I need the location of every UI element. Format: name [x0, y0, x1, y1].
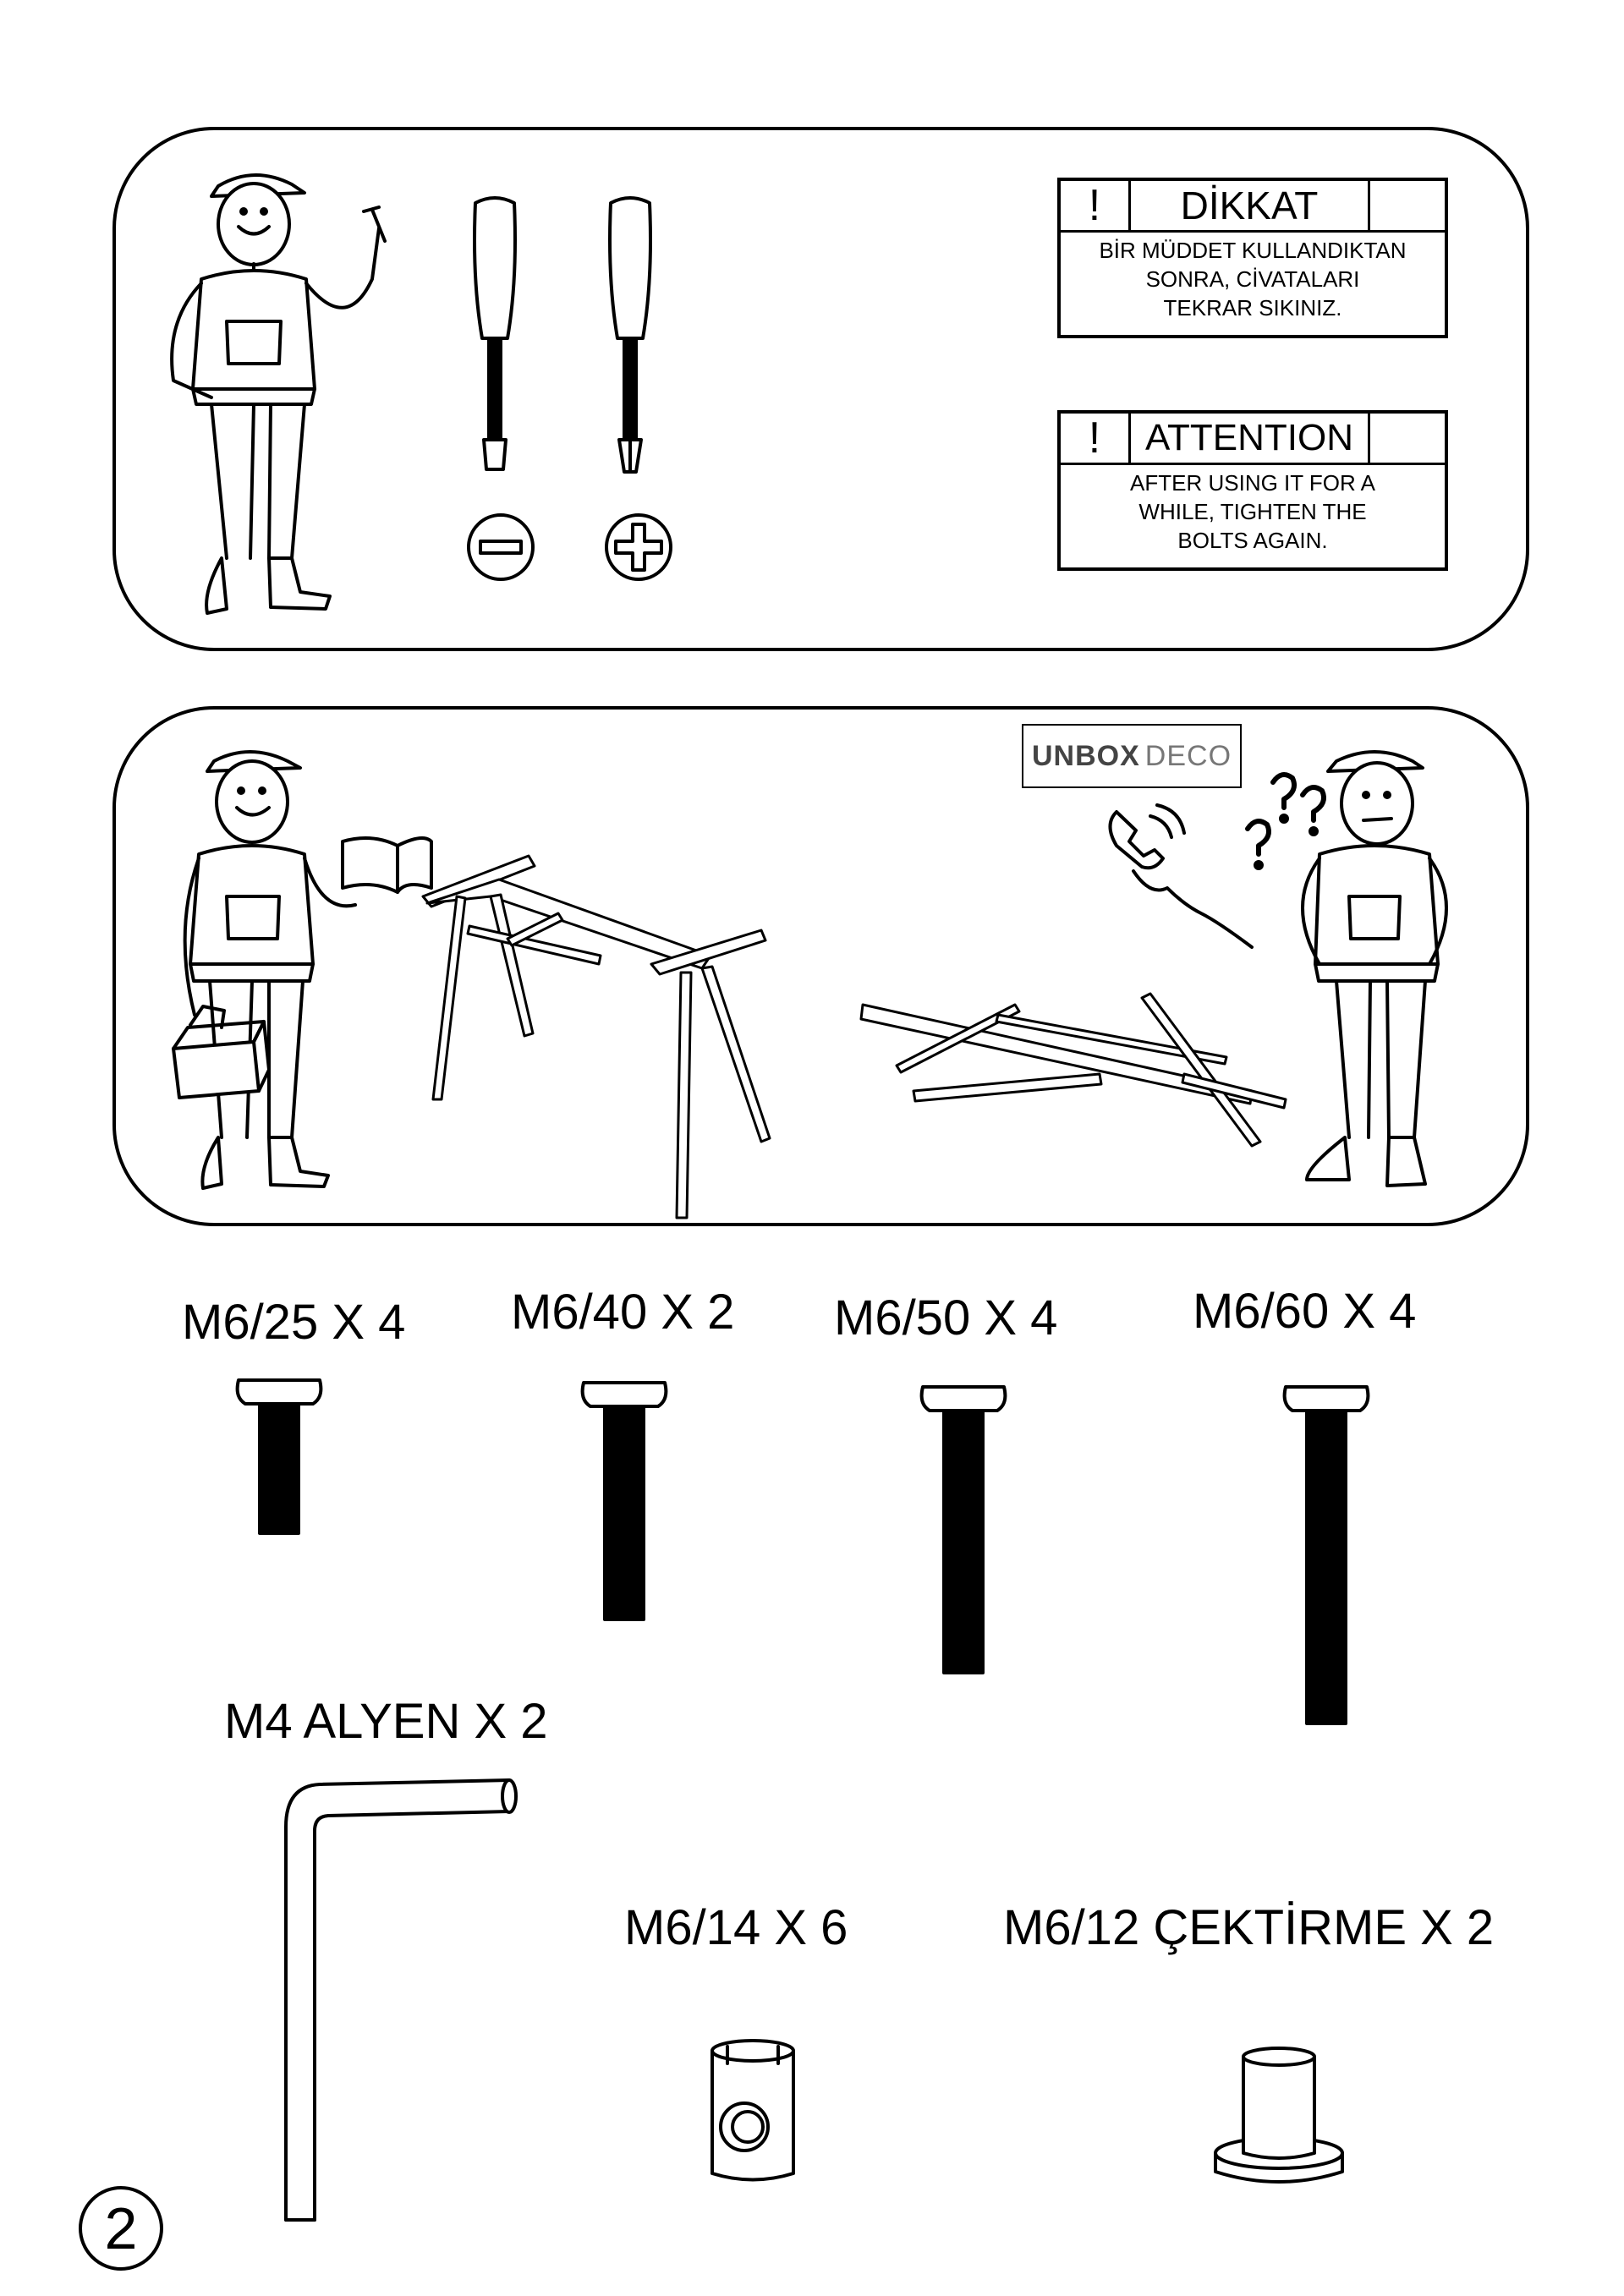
warning-mark: ! — [1061, 414, 1131, 463]
notice-line: TEKRAR SIKINIZ. — [1163, 295, 1342, 321]
bolt-icon — [235, 1378, 323, 1535]
confused-worker-icon — [1301, 750, 1448, 1187]
notice-line: SONRA, CİVATALARI — [1145, 266, 1360, 292]
label-pull-nut: M6/12 ÇEKTİRME X 2 — [1003, 1900, 1495, 1955]
notice-body: BİR MÜDDET KULLANDIKTAN SONRA, CİVATALAR… — [1061, 233, 1445, 322]
worker-with-manual-icon — [183, 750, 357, 1190]
logo-part-1: UNBOX — [1031, 739, 1140, 772]
bolt-icon — [580, 1381, 668, 1621]
notice-english: ! ATTENTION AFTER USING IT FOR A WHILE, … — [1057, 410, 1448, 571]
label-allen-key: M4 ALYEN X 2 — [224, 1694, 548, 1749]
tools-panel — [112, 127, 1529, 651]
worker-pointing-icon — [170, 173, 387, 615]
minus-slot-icon — [467, 513, 535, 581]
collapsed-frame-icon — [859, 992, 1287, 1148]
brand-logo: UNBOX DECO — [1022, 724, 1242, 788]
barrel-nut-icon — [710, 2039, 795, 2182]
notice-title: DİKKAT — [1131, 181, 1370, 230]
notice-line: BOLTS AGAIN. — [1177, 528, 1328, 553]
label-bolt-m6-40: M6/40 X 2 — [511, 1285, 735, 1340]
warning-mark: ! — [1061, 181, 1131, 230]
assembled-frame-icon — [421, 854, 771, 1219]
label-barrel-nut: M6/14 X 6 — [624, 1900, 848, 1955]
notice-title: ATTENTION — [1131, 414, 1370, 463]
notice-line: WHILE, TIGHTEN THE — [1138, 499, 1367, 524]
page-number: 2 — [79, 2186, 163, 2271]
notice-turkish: ! DİKKAT BİR MÜDDET KULLANDIKTAN SONRA, … — [1057, 178, 1448, 338]
toolbox-icon — [172, 1005, 271, 1099]
instructions-panel — [112, 706, 1529, 1226]
plus-slot-icon — [605, 513, 672, 581]
notice-line: BİR MÜDDET KULLANDIKTAN — [1099, 238, 1407, 263]
flathead-screwdriver-icon — [473, 196, 517, 471]
question-marks-icon — [1245, 772, 1326, 870]
bolt-icon — [1282, 1385, 1370, 1725]
bolt-icon — [919, 1385, 1007, 1674]
label-bolt-m6-25: M6/25 X 4 — [182, 1295, 406, 1350]
flange-nut-icon — [1214, 2047, 1344, 2184]
phone-icon — [1108, 803, 1254, 949]
phillips-screwdriver-icon — [608, 196, 652, 474]
open-manual-icon — [341, 836, 433, 894]
label-bolt-m6-60: M6/60 X 4 — [1193, 1284, 1417, 1339]
label-bolt-m6-50: M6/50 X 4 — [834, 1290, 1058, 1345]
allen-key-icon — [284, 1778, 518, 2222]
notice-body: AFTER USING IT FOR A WHILE, TIGHTEN THE … — [1061, 465, 1445, 555]
logo-part-2: DECO — [1144, 739, 1232, 772]
notice-line: AFTER USING IT FOR A — [1130, 470, 1375, 496]
